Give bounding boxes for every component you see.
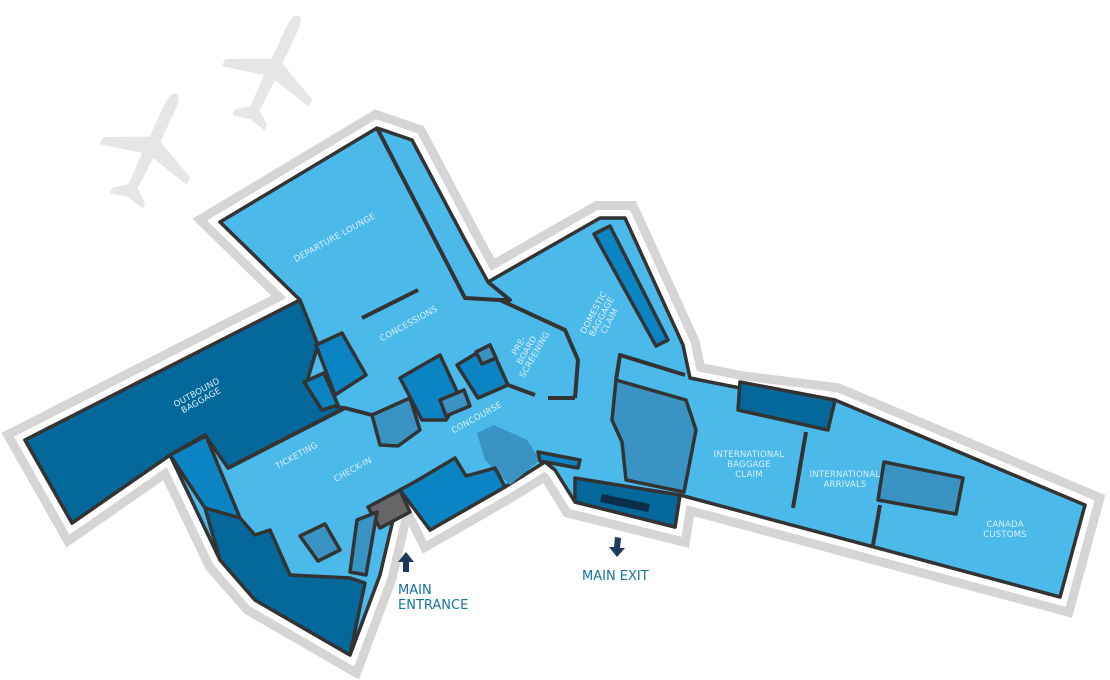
concourse-feature bbox=[477, 425, 540, 485]
airplane-icon bbox=[221, 15, 313, 131]
room bbox=[203, 506, 367, 657]
main-exit-label[interactable]: MAIN EXIT bbox=[582, 569, 649, 584]
room bbox=[398, 456, 507, 532]
room bbox=[438, 388, 472, 418]
room bbox=[536, 450, 582, 470]
arrow-down-icon bbox=[609, 537, 625, 557]
airplane-icon bbox=[99, 93, 191, 209]
room bbox=[736, 380, 837, 432]
room bbox=[298, 522, 342, 563]
room bbox=[474, 343, 498, 366]
exit-door bbox=[600, 494, 650, 512]
walls bbox=[227, 127, 882, 546]
room bbox=[302, 371, 340, 412]
room bbox=[876, 460, 965, 516]
arrow-up-icon bbox=[398, 552, 414, 572]
room bbox=[370, 396, 422, 448]
room bbox=[348, 510, 379, 577]
room bbox=[314, 331, 368, 397]
baggage-carousel bbox=[610, 378, 698, 494]
room bbox=[592, 224, 670, 348]
